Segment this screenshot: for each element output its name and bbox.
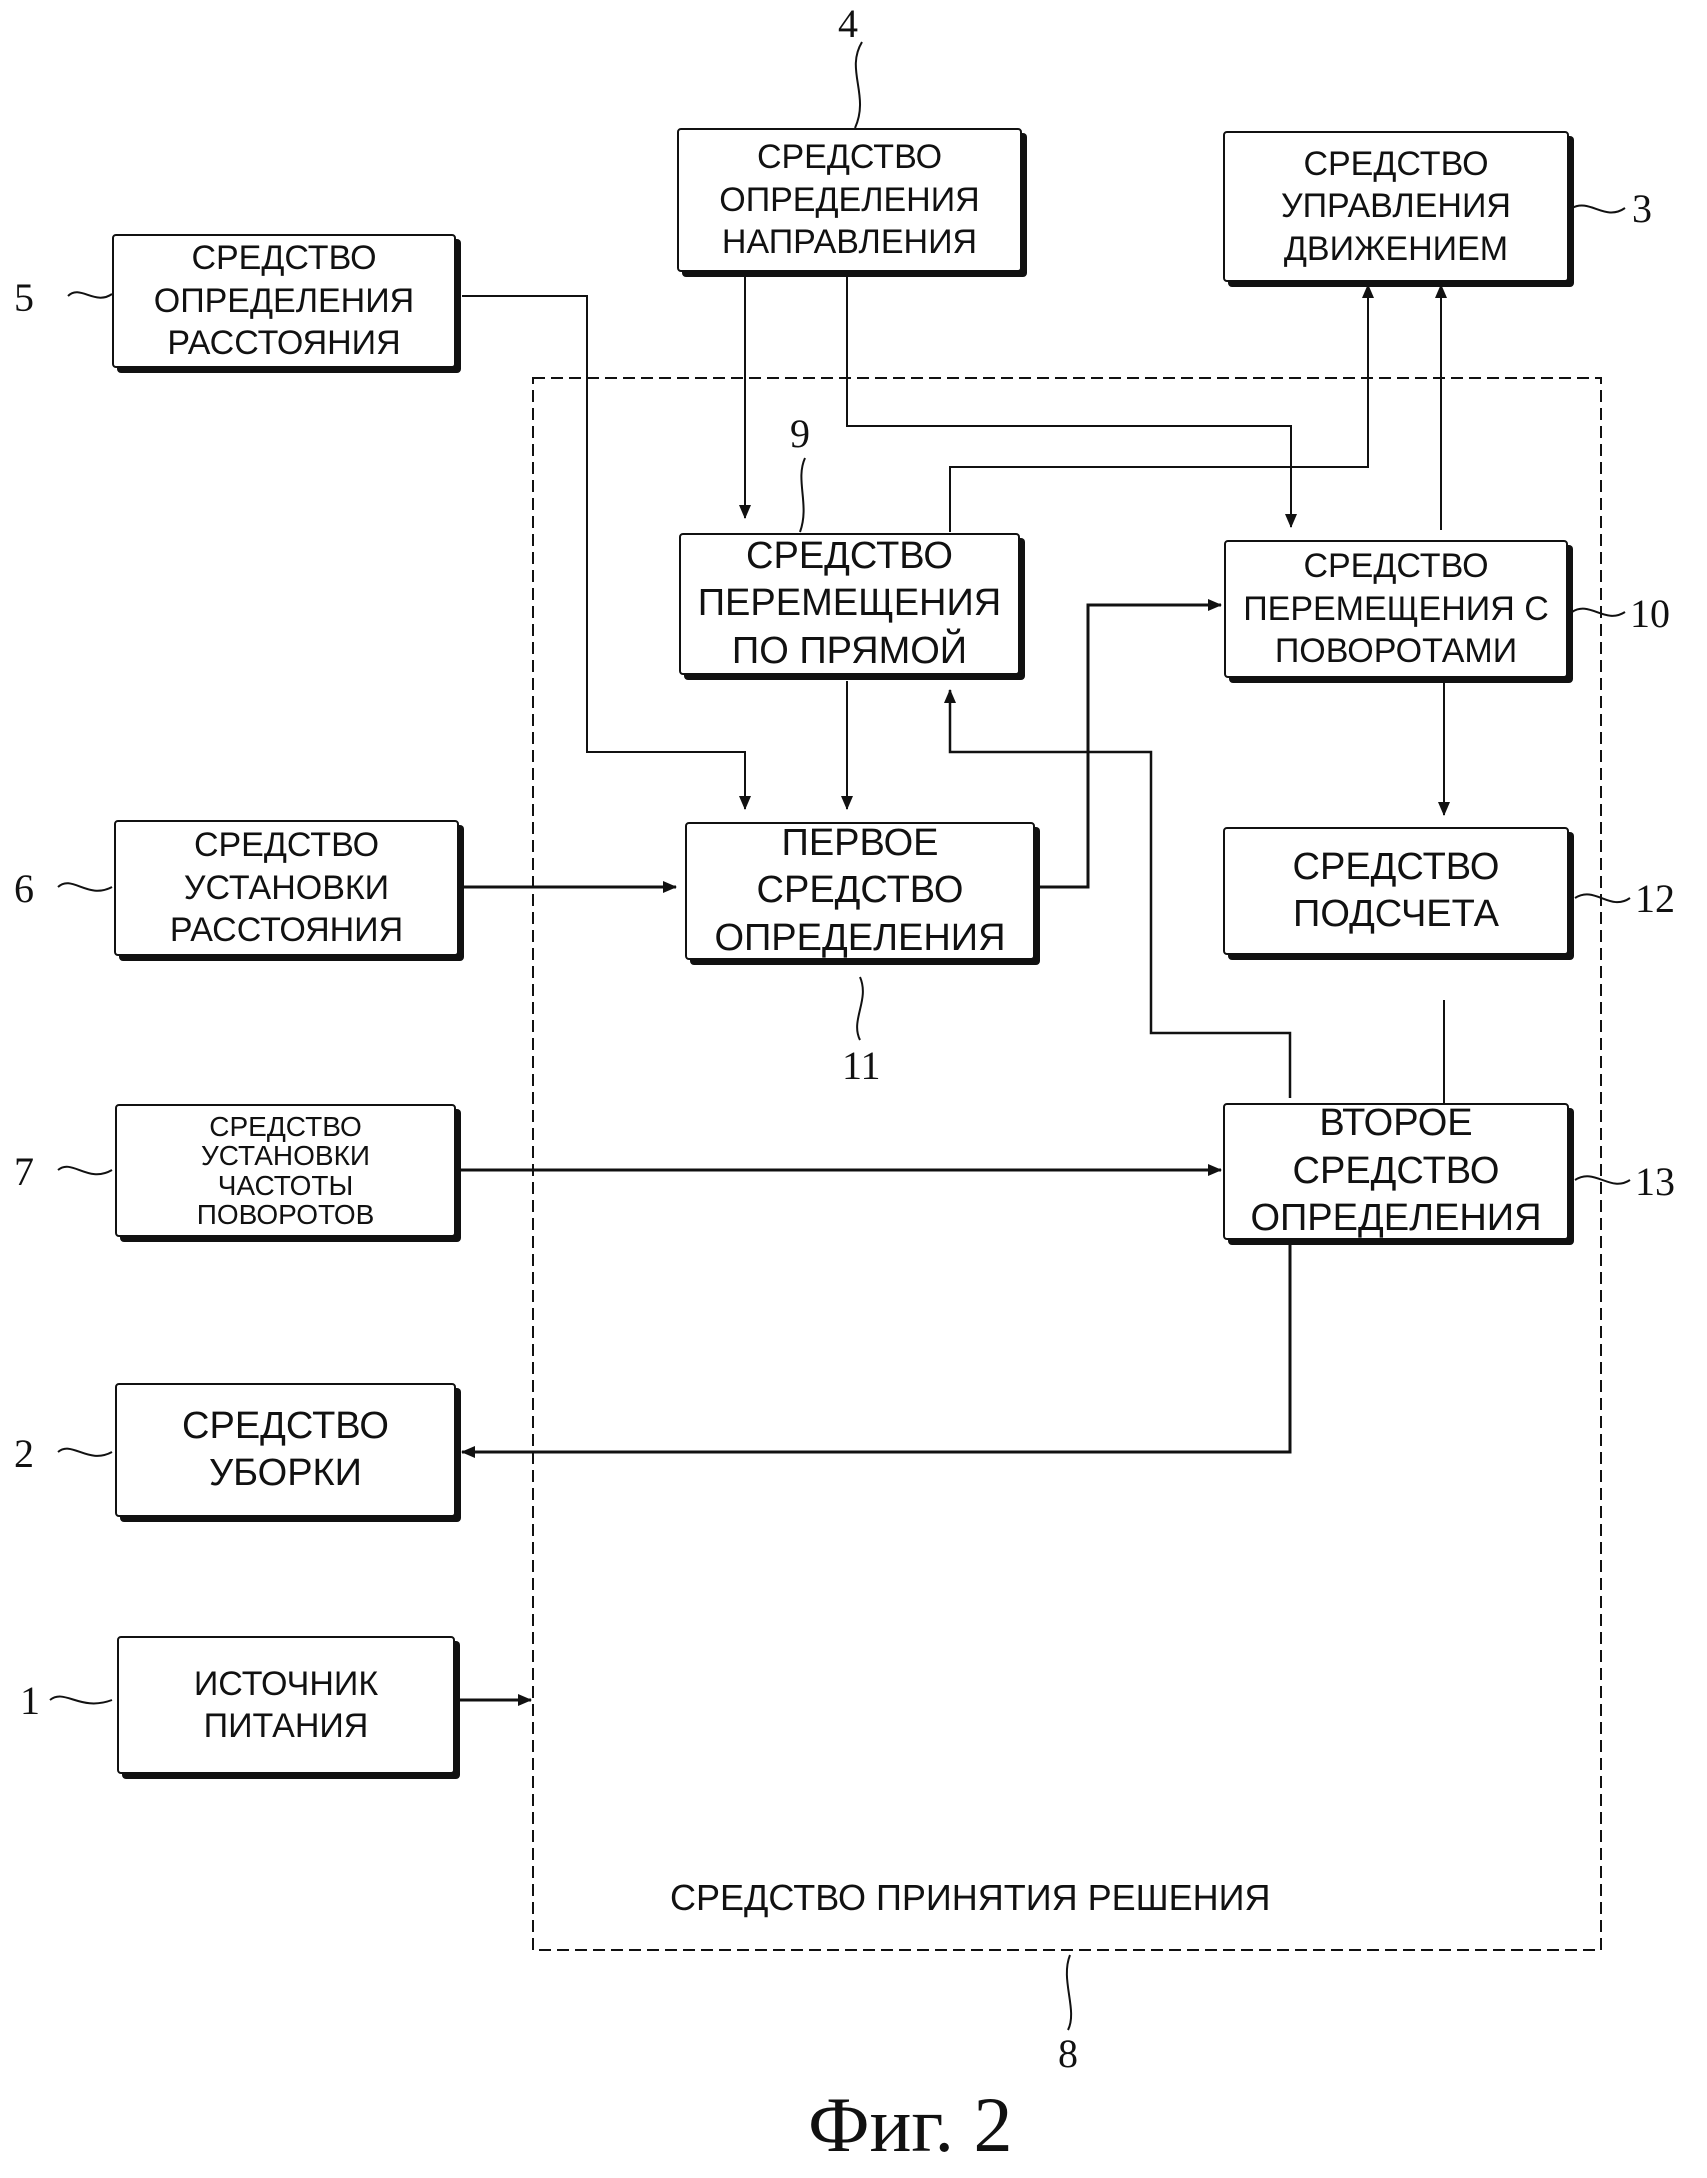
arrow-direction-to-turn: [846, 274, 1297, 528]
ref-1: 1: [20, 1678, 40, 1723]
block-power: ИСТОЧНИК ПИТАНИЯ: [117, 1636, 455, 1774]
leader-9: [799, 457, 806, 533]
block-line: ПЕРЕМЕЩЕНИЯ: [697, 582, 1002, 625]
block-line: СРЕДСТВО: [193, 826, 380, 865]
block-line: ОПРЕДЕЛЕНИЯ: [719, 180, 980, 219]
block-line: ПОДСЧЕТА: [1293, 893, 1499, 935]
ref-10: 10: [1630, 591, 1670, 636]
leader-10: [1571, 607, 1626, 617]
block-straight-move: СРЕДСТВО ПЕРЕМЕЩЕНИЯ ПО ПРЯМОЙ: [679, 533, 1020, 675]
ref-13: 13: [1635, 1159, 1675, 1204]
block-line: СРЕДСТВО: [182, 1404, 389, 1447]
block-line: СРЕДСТВО: [746, 534, 953, 577]
block-line: УБОРКИ: [208, 1452, 362, 1494]
leader-2: [57, 1447, 113, 1457]
ref-8: 8: [1058, 2031, 1078, 2076]
block-line: СРЕДСТВО: [756, 138, 943, 177]
block-line: ПЕРВОЕ: [781, 821, 939, 864]
ref-2: 2: [14, 1431, 34, 1476]
decision-frame-label: СРЕДСТВО ПРИНЯТИЯ РЕШЕНИЯ: [670, 1877, 1271, 1918]
decision-frame: [532, 377, 1602, 1951]
block-line: ПЕРЕМЕЩЕНИЯ С: [1243, 589, 1549, 628]
block-turn-freq-set: СРЕДСТВО УСТАНОВКИ ЧАСТОТЫ ПОВОРОТОВ: [115, 1104, 456, 1237]
block-line: УСТАНОВКИ: [200, 1140, 371, 1172]
leader-1: [49, 1695, 113, 1705]
block-line: СРЕДСТВО: [191, 239, 377, 278]
block-line: ПОВОРОТОВ: [196, 1198, 375, 1230]
block-line: ИСТОЧНИК: [193, 1664, 379, 1703]
ref-11: 11: [842, 1043, 881, 1088]
block-line: УСТАНОВКИ: [183, 868, 390, 907]
leader-4: [854, 41, 863, 129]
block-line: СРЕДСТВО: [209, 1110, 362, 1142]
block-line: ПО ПРЯМОЙ: [731, 629, 968, 672]
ref-5: 5: [14, 275, 34, 320]
block-distance-set: СРЕДСТВО УСТАНОВКИ РАССТОЯНИЯ: [114, 820, 459, 956]
leader-7: [57, 1165, 113, 1176]
block-second-detect: ВТОРОЕ СРЕДСТВО ОПРЕДЕЛЕНИЯ: [1223, 1102, 1569, 1240]
block-line: УПРАВЛЕНИЯ: [1281, 187, 1511, 226]
block-motion-control: СРЕДСТВО УПРАВЛЕНИЯ ДВИЖЕНИЕМ: [1223, 131, 1569, 282]
leader-5: [67, 291, 113, 299]
ref-6: 6: [14, 866, 34, 911]
leader-13: [1574, 1175, 1631, 1185]
block-cleaning: СРЕДСТВО УБОРКИ: [115, 1383, 456, 1517]
block-line: СРЕДСТВО: [1292, 1149, 1500, 1192]
block-line: ПОВОРОТАМИ: [1274, 632, 1518, 671]
block-line: ВТОРОЕ: [1319, 1102, 1473, 1145]
arrow-second-to-cleaning: [461, 1242, 1292, 1458]
block-line: ЧАСТОТЫ: [217, 1169, 354, 1201]
block-line: ДВИЖЕНИЕМ: [1283, 229, 1509, 268]
ref-3: 3: [1632, 186, 1652, 231]
leader-8: [1065, 1954, 1073, 2031]
block-counter: СРЕДСТВО ПОДСЧЕТА: [1223, 827, 1569, 955]
leader-6: [57, 882, 113, 892]
block-line: ОПРЕДЕЛЕНИЯ: [714, 916, 1006, 959]
block-line: СРЕДСТВО: [1303, 144, 1489, 183]
arrow-straight-to-motion: [949, 284, 1374, 532]
block-turn-move: СРЕДСТВО ПЕРЕМЕЩЕНИЯ С ПОВОРОТАМИ: [1224, 540, 1568, 678]
block-line: СРЕДСТВО: [1292, 845, 1500, 888]
block-line: ОПРЕДЕЛЕНИЯ: [153, 281, 415, 320]
ref-12: 12: [1635, 876, 1675, 921]
block-line: НАПРАВЛЕНИЯ: [721, 223, 978, 262]
ref-9: 9: [790, 411, 810, 456]
leader-11: [856, 976, 864, 1041]
arrow-distance-to-first: [462, 295, 751, 810]
block-line: РАССТОЯНИЯ: [167, 324, 401, 363]
ref-7: 7: [14, 1149, 34, 1194]
arrow-first-to-turn: [1038, 599, 1222, 889]
leader-12: [1574, 893, 1631, 904]
block-line: СРЕДСТВО: [756, 869, 964, 912]
block-line: ПИТАНИЯ: [203, 1707, 369, 1745]
block-distance-detect: СРЕДСТВО ОПРЕДЕЛЕНИЯ РАССТОЯНИЯ: [112, 234, 456, 368]
block-line: СРЕДСТВО: [1303, 547, 1489, 586]
block-line: ОПРЕДЕЛЕНИЯ: [1250, 1197, 1542, 1240]
ref-4: 4: [838, 1, 858, 46]
block-line: РАССТОЯНИЯ: [169, 911, 404, 950]
block-first-detect: ПЕРВОЕ СРЕДСТВО ОПРЕДЕЛЕНИЯ: [685, 822, 1035, 960]
arrow-second-to-straight: [944, 689, 1292, 1098]
block-direction-detect: СРЕДСТВО ОПРЕДЕЛЕНИЯ НАПРАВЛЕНИЯ: [677, 128, 1022, 272]
leader-3: [1571, 204, 1626, 214]
figure-caption: Фиг. 2: [808, 2081, 1013, 2168]
